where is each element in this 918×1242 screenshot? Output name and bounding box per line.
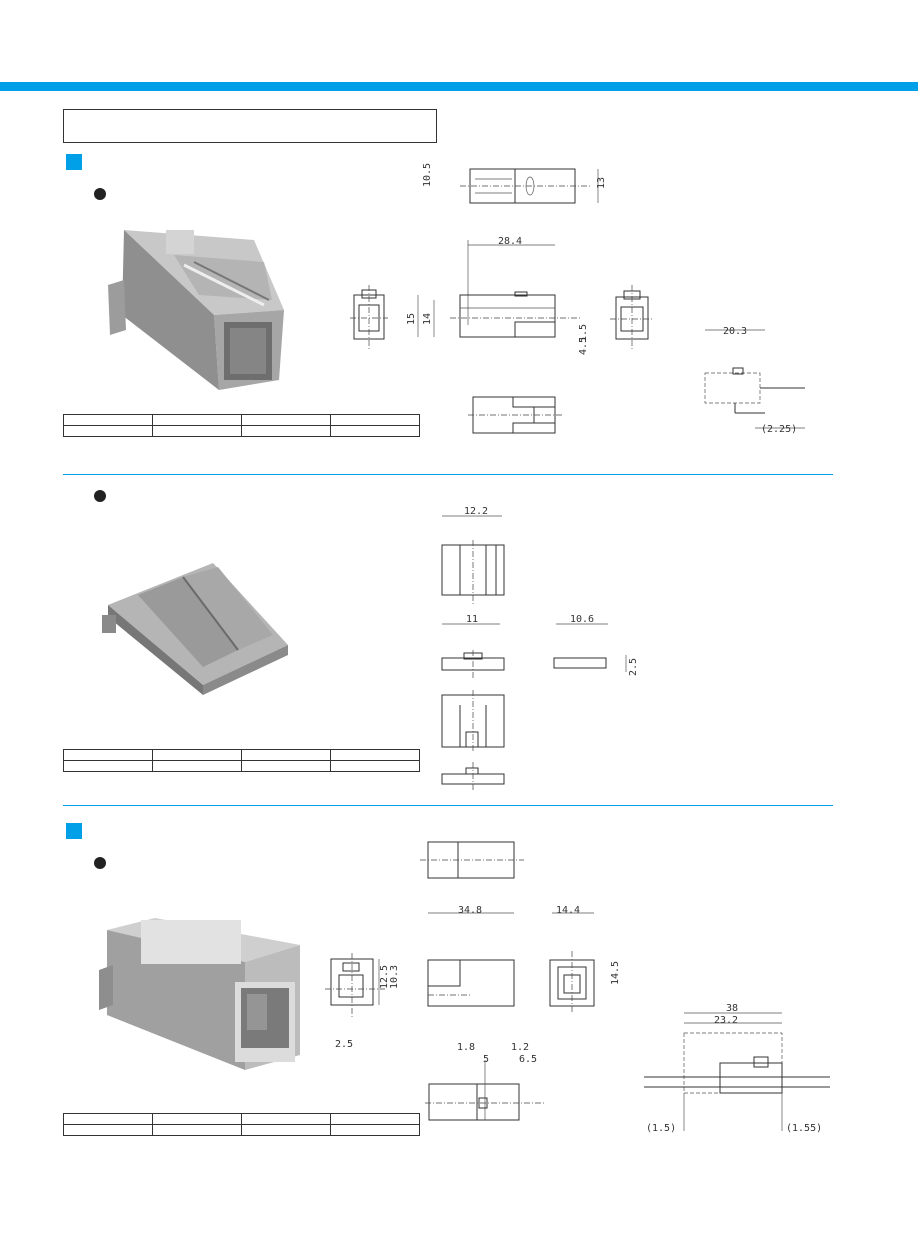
dim-label: 14.5 [610,961,621,985]
drawing-1-side-view: 28.4 15 14 1.5 4.5 [406,236,589,355]
dim-label: 23.2 [714,1015,738,1026]
bullet-icon [94,188,106,200]
housing-photo-2 [99,918,300,1070]
section-divider [63,474,833,475]
dim-label: 38 [726,1003,738,1014]
dim-label: 28.4 [498,236,522,247]
title-box [63,109,437,143]
dim-label: (1.55) [786,1123,822,1134]
spec-table-2 [63,749,420,772]
dim-label: 1.8 [457,1042,475,1053]
drawing-3-bottom-view: 1.8 1.2 5 6.5 [425,1042,545,1121]
drawing-1-bottom-view [468,396,563,434]
drawing-3-pcb-side: 38 23.2 (1.5) (1.55) [644,1003,830,1134]
dim-label: 14.4 [556,905,580,916]
dim-label: 1.2 [511,1042,529,1053]
dim-label: 10.6 [570,614,594,625]
spec-table-3 [63,1113,420,1136]
dim-label: (1.5) [646,1123,676,1134]
dim-label: 5 [483,1054,489,1065]
dim-label: 12.5 [379,965,390,989]
spec-table-1 [63,414,420,437]
dim-label: 11 [466,614,478,625]
drawing-1-front-view [350,285,388,351]
dim-label: 10.5 [422,163,433,187]
drawing-3-side-view: 34.8 14.4 14.5 [427,905,621,1013]
dim-label: 34.8 [458,905,482,916]
dim-label: 6.5 [519,1054,537,1065]
drawing-1-rear-view [610,285,654,351]
section-marker-icon [66,154,82,170]
section-marker-icon [66,823,82,839]
dim-label: 2.5 [335,1039,353,1050]
header-accent-bar [0,82,918,91]
dim-label: 13 [596,177,607,189]
housing-photo-1 [108,230,284,390]
dim-label: 1.5 [578,324,589,342]
section-divider [63,805,833,806]
dim-label: 4.5 [578,337,589,355]
dim-label: 10.3 [389,965,400,989]
drawing-1-top-view: 10.5 13 [422,163,607,204]
drawing-3-front-view: 12.5 10.3 2.5 [325,953,400,1050]
dim-label: 2.5 [628,658,639,676]
bullet-icon [94,490,106,502]
dim-label: 12.2 [464,506,488,517]
retainer-photo [102,563,288,695]
drawing-1-pcb-side: 20.3 (2.25) [704,326,805,435]
drawing-3-top-view [420,841,524,879]
bullet-icon [94,857,106,869]
dim-label: 15 [406,313,417,325]
dim-label: 20.3 [723,326,747,337]
drawing-2-views: 12.2 11 10.6 2.5 [441,506,639,792]
dim-label: 14 [422,313,433,325]
dim-label: (2.25) [761,424,797,435]
